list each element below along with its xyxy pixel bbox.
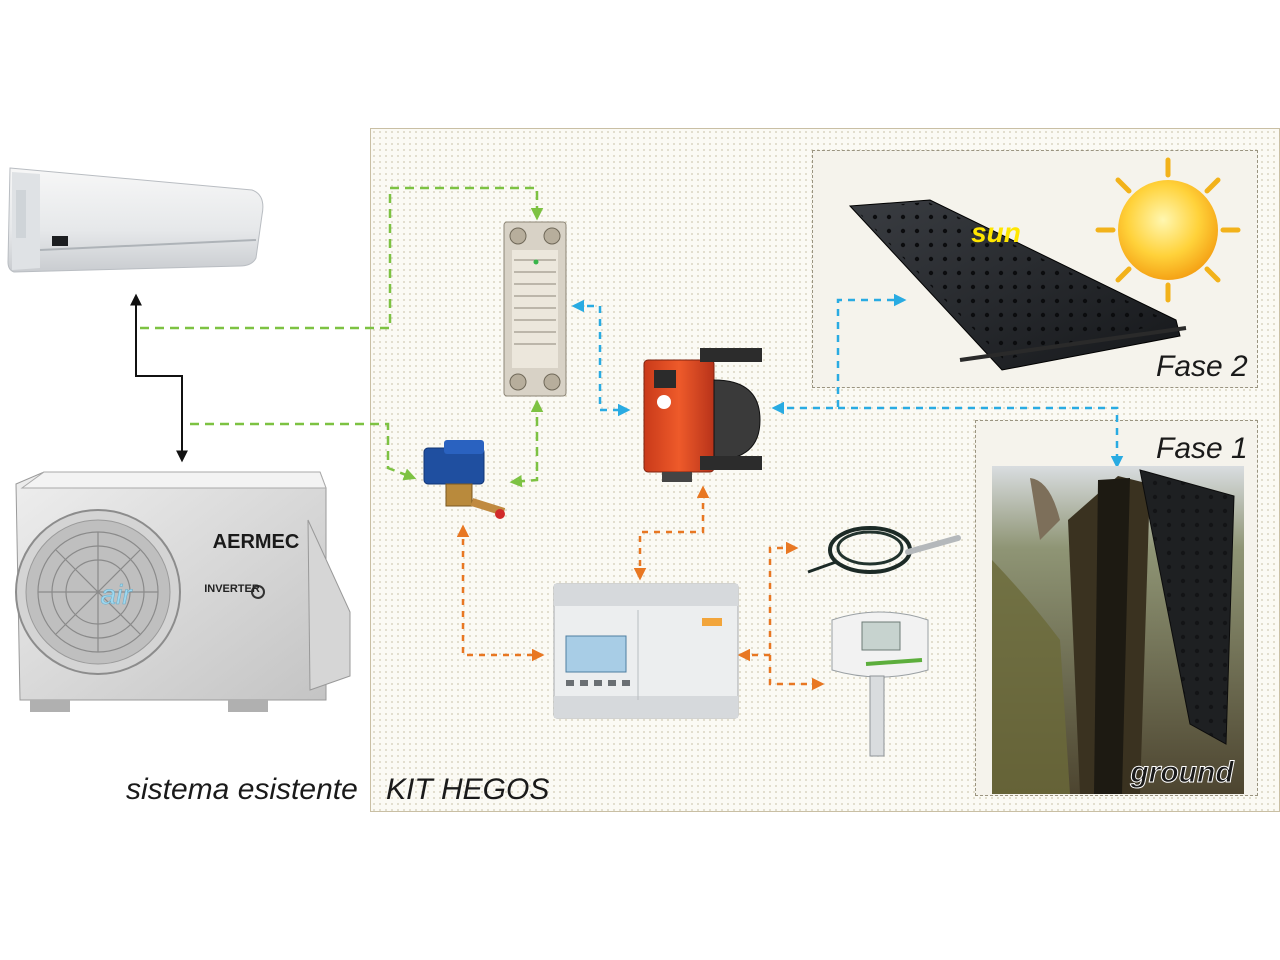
sun-icon bbox=[1095, 157, 1241, 303]
inverter-badge: INVERTER bbox=[204, 583, 260, 595]
ground-label: ground bbox=[1129, 756, 1234, 789]
solenoid-valve bbox=[423, 440, 506, 519]
outdoor-unit bbox=[15, 471, 351, 712]
sun-label: sun bbox=[971, 217, 1021, 248]
air-label: air bbox=[100, 579, 133, 610]
existing-system-label: sistema esistente bbox=[126, 773, 358, 806]
humidity-sensor bbox=[831, 611, 929, 757]
controller bbox=[553, 583, 739, 719]
indoor-unit bbox=[7, 167, 264, 273]
existing-link bbox=[130, 293, 188, 463]
ground-exchanger bbox=[992, 466, 1244, 794]
kit-hegos-label: KIT HEGOS bbox=[386, 773, 550, 806]
plate-heat-exchanger bbox=[503, 221, 567, 397]
aermec-logo: AERMEC bbox=[213, 531, 300, 553]
temperature-probe bbox=[807, 526, 961, 574]
solar-collector bbox=[848, 199, 1187, 371]
water-lines bbox=[571, 293, 1124, 469]
phase2-label: Fase 2 bbox=[1156, 350, 1248, 383]
circulator-pump bbox=[643, 348, 762, 482]
phase1-label: Fase 1 bbox=[1156, 432, 1248, 465]
refrigerant-lines bbox=[140, 186, 544, 488]
signal-lines bbox=[456, 485, 825, 691]
